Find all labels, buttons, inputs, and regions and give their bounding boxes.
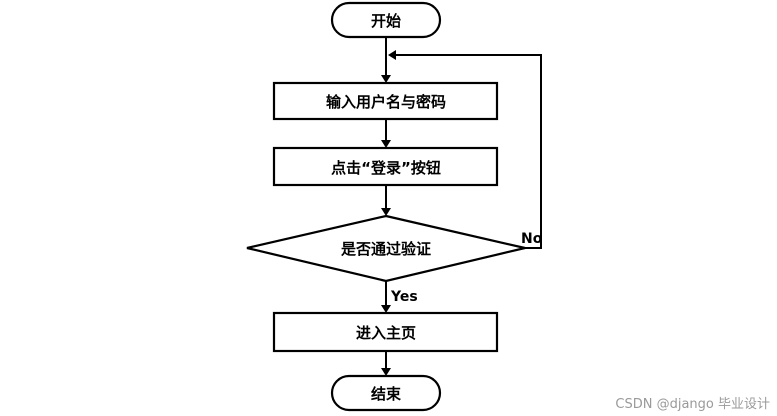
- input-credentials-label: 输入用户名与密码: [326, 93, 446, 111]
- edge-decision-yes: [381, 281, 391, 313]
- decision-node: 是否通过验证: [246, 214, 526, 283]
- enter-home-shape: [272, 311, 499, 353]
- input-credentials-node: 输入用户名与密码: [272, 81, 499, 121]
- edge-input-to-click: [381, 119, 391, 148]
- watermark: CSDN @django 毕业设计: [615, 397, 770, 412]
- click-login-node: 点击“登录”按钮: [272, 146, 499, 187]
- input-credentials-shape: [272, 81, 499, 121]
- arrowhead-down: [381, 368, 391, 376]
- enter-home-node: 进入主页: [272, 311, 499, 353]
- start-node: 开始: [330, 1, 442, 39]
- arrowhead-down: [381, 75, 391, 83]
- edge-home-to-end: [381, 351, 391, 376]
- end-node-shape: [330, 374, 442, 412]
- edge-click-to-decision: [381, 185, 391, 216]
- end-node-label: 结束: [371, 385, 402, 403]
- enter-home-label: 进入主页: [356, 324, 416, 342]
- arrowhead-down: [381, 140, 391, 148]
- edge-label-yes: Yes: [390, 289, 418, 305]
- arrowhead-down: [381, 305, 391, 313]
- edge-decision-no-loop: [388, 50, 542, 249]
- arrowhead-down: [381, 208, 391, 216]
- edge-label-no: No: [521, 231, 543, 247]
- start-node-label: 开始: [371, 12, 401, 30]
- edge-line: [395, 54, 542, 249]
- click-login-label: 点击“登录”按钮: [331, 159, 441, 177]
- arrowhead-left: [388, 50, 396, 60]
- end-node: 结束: [330, 374, 442, 412]
- edge-start-to-input: [381, 37, 391, 83]
- decision-label: 是否通过验证: [340, 240, 431, 258]
